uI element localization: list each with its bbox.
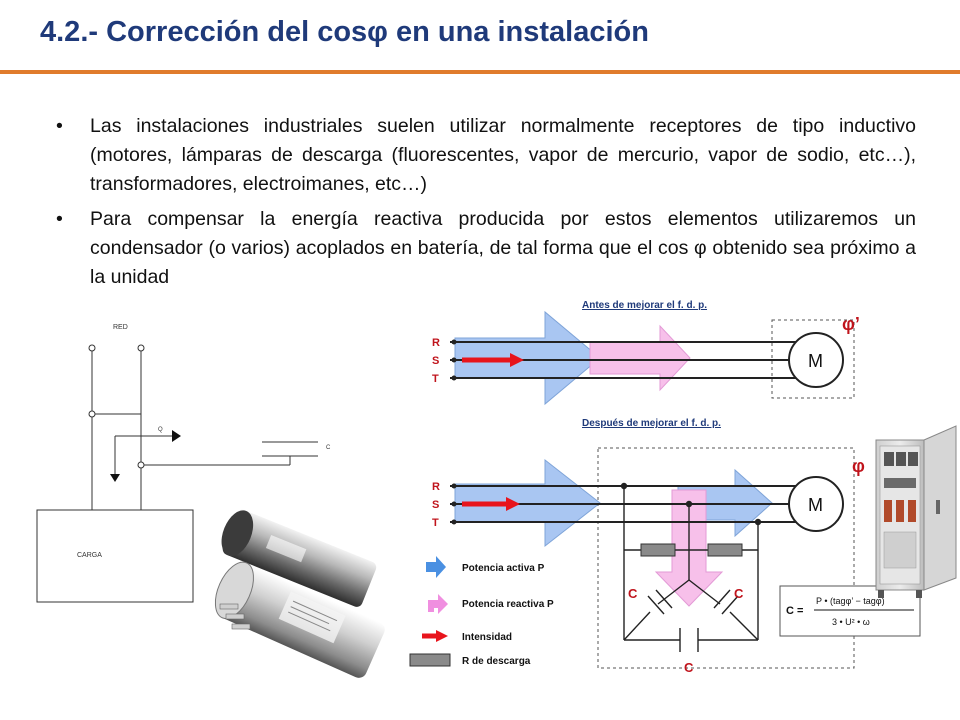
current-arrowhead [506,497,520,511]
phase-label-t: T [432,517,439,529]
current-arrowhead [510,353,524,367]
capacitor-label: C [734,586,744,601]
formula-denominator: 3 • U² • ω [832,617,870,627]
page-title: 4.2.- Corrección del cosφ en una instala… [40,16,649,48]
bullet-text: Para compensar la energía reactiva produ… [90,208,916,288]
junction-node [88,410,96,418]
legend: Potencia activa P Potencia reactiva P In… [409,556,554,667]
title-divider [0,70,960,74]
bullet-list: • Las instalaciones industriales suelen u… [56,112,916,298]
motor-symbol [788,476,844,532]
blue-arrow-icon [426,556,446,578]
bullet-item: • Para compensar la energía reactiva prod… [56,205,916,292]
before-diagram: Antes de mejorar el f. d. p. R S T M φ’ [432,300,860,406]
after-title: Después de mejorar el f. d. p. [582,418,721,429]
phase-label-r: R [432,337,440,349]
resistor-icon [409,653,451,667]
q-label: Q [158,427,163,433]
motor-symbol [788,332,844,388]
discharge-resistor [707,543,743,557]
switch-arrow-icon [172,430,181,442]
after-diagram: Después de mejorar el f. d. p. R S T M φ [432,418,921,675]
formula-box [779,585,921,637]
bullet-dot: • [56,208,63,230]
capacitor-label: C [684,660,694,675]
left-circuit: RED Q C CARGA [36,324,331,603]
phi-after-label: φ [852,456,865,476]
terminal-node [88,344,96,352]
load-box [36,509,194,603]
bullet-text: Las instalaciones industriales suelen ut… [90,115,916,195]
discharge-resistor [640,543,676,557]
before-title: Antes de mejorar el f. d. p. [582,300,707,311]
legend-label: Intensidad [462,632,512,643]
legend-label: R de descarga [462,656,531,667]
pink-arrow-icon [428,594,448,614]
motor-box [771,319,855,399]
compensation-box [597,447,855,669]
phase-label-t: T [432,373,439,385]
motor-label: M [808,495,823,515]
red-label: RED [113,324,128,331]
capacitor-bank [620,482,762,652]
reactive-power-arrow [589,324,691,392]
capacitor-photo [214,509,385,678]
junction-node [137,461,145,469]
bullet-dot: • [56,115,63,137]
capacitor-label: C [628,586,638,601]
terminal-node [137,344,145,352]
legend-label: Potencia reactiva P [462,599,554,610]
formula-lhs: C = [786,605,803,617]
c-label: C [326,445,331,451]
phase-label-r: R [432,481,440,493]
motor-label: M [808,351,823,371]
ground-arrow-icon [110,474,120,482]
legend-label: Potencia activa P [462,563,545,574]
phase-label-s: S [432,355,439,367]
phi-before-label: φ’ [842,314,860,334]
formula-numerator: P • (tagφ’ − tagφ) [816,596,885,606]
phase-label-s: S [432,499,439,511]
load-label: CARGA [77,552,102,559]
capacitor-cabinet-photo [875,425,957,598]
bullet-item: • Las instalaciones industriales suelen u… [56,112,916,199]
